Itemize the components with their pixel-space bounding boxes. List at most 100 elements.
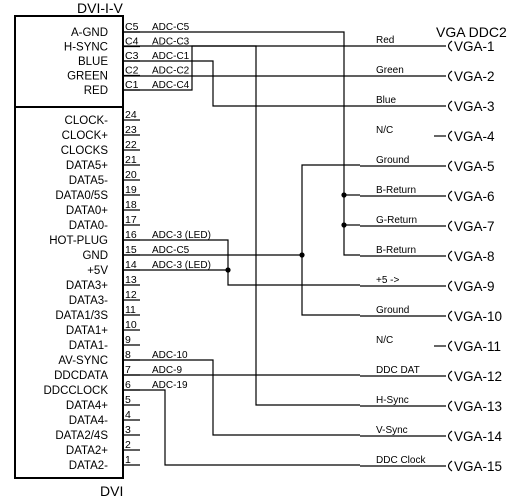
dvi-pin-name: BLUE bbox=[78, 56, 108, 68]
dvi-pin-number: C5 bbox=[125, 21, 139, 33]
vga-signal-label: DDC DAT bbox=[376, 365, 420, 376]
dvi-pin-row: DATA3-12 bbox=[69, 289, 140, 307]
adc-wire-label: ADC-C4 bbox=[152, 80, 190, 91]
dvi-pin-number: 7 bbox=[125, 364, 131, 376]
vga-pin-label: VGA-11 bbox=[454, 339, 501, 354]
junction-dot bbox=[225, 267, 231, 273]
vga-signal-label: B-Return bbox=[376, 245, 416, 256]
vga-pin-label: VGA-3 bbox=[454, 99, 495, 114]
wire-hotplug-link bbox=[123, 239, 229, 270]
dvi-pin-number: 19 bbox=[125, 184, 137, 196]
wire-analog-ground bbox=[123, 31, 360, 256]
wire-ground-bus bbox=[301, 164, 360, 316]
vga-socket-icon bbox=[447, 130, 453, 142]
adc-wire-label: ADC-9 bbox=[152, 365, 182, 376]
routing-wires bbox=[123, 31, 360, 466]
vga-socket-icon bbox=[447, 220, 453, 232]
dvi-pin-name: HOT-PLUG bbox=[49, 235, 108, 247]
vga-pin-label: VGA-9 bbox=[454, 279, 495, 294]
vga-pin-label: VGA-13 bbox=[454, 399, 502, 414]
adc-wire-label: ADC-19 bbox=[152, 380, 188, 391]
dvi-pin-number: 21 bbox=[125, 154, 137, 166]
vga-signal-label: B-Return bbox=[376, 185, 416, 196]
dvi-pin-row: DATA0- 17 bbox=[69, 214, 140, 232]
vga-signal-label: Blue bbox=[376, 95, 396, 106]
vga-pin-label: VGA-8 bbox=[454, 249, 495, 264]
vga-pin-row: DDC Clock VGA-15 bbox=[360, 455, 502, 474]
vga-socket-icon bbox=[447, 430, 453, 442]
dvi-pin-number: 24 bbox=[125, 109, 137, 121]
dvi-pin-name: DDCCLOCK bbox=[43, 385, 108, 397]
dvi-pin-name: DATA1/3S bbox=[55, 310, 108, 322]
dvi-pin-name: H-SYNC bbox=[64, 42, 108, 54]
wire-v-sync bbox=[123, 359, 360, 436]
vga-socket-icon bbox=[447, 400, 453, 412]
dvi-pin-number: 22 bbox=[125, 139, 137, 151]
dvi-pin-name: RED bbox=[84, 85, 108, 97]
vga-pin-label: VGA-10 bbox=[454, 309, 502, 324]
dvi-pin-number: 4 bbox=[125, 409, 131, 421]
vga-socket-icon bbox=[447, 40, 453, 52]
dvi-pin-name: DATA1- bbox=[69, 340, 108, 352]
dvi-pin-row: DATA1-9 bbox=[69, 334, 140, 352]
vga-signal-label: N/C bbox=[376, 125, 393, 136]
dvi-pin-number: 8 bbox=[125, 349, 131, 361]
dvi-pin-row: DATA5-20 bbox=[69, 169, 140, 187]
vga-signal-label: Ground bbox=[376, 155, 409, 166]
dvi-pin-number: 12 bbox=[125, 289, 137, 301]
vga-pin-label: VGA-15 bbox=[454, 459, 502, 474]
dvi-pin-row: DATA1/3S 11 bbox=[55, 304, 140, 322]
dvi-pin-number: 11 bbox=[125, 304, 136, 316]
dvi-pin-number: 15 bbox=[125, 244, 137, 256]
vga-socket-icon bbox=[447, 190, 453, 202]
junction-dot bbox=[341, 222, 347, 228]
vga-signal-label: +5 -> bbox=[376, 275, 400, 286]
dvi-pin-number: C2 bbox=[125, 65, 139, 77]
dvi-pin-number: 1 bbox=[125, 454, 131, 466]
dvi-pin-name: GND bbox=[82, 250, 108, 262]
wire-5v bbox=[123, 269, 360, 286]
adc-wire-label: ADC-C2 bbox=[152, 66, 190, 77]
wire-blue bbox=[123, 60, 360, 107]
vga-signal-label: N/C bbox=[376, 335, 393, 346]
vga-socket-icon bbox=[447, 70, 453, 82]
dvi-pin-row: CLOCK-24 bbox=[65, 109, 140, 127]
dvi-pin-row: DATA4-4 bbox=[69, 409, 140, 427]
dvi-pin-name: DATA0- bbox=[69, 220, 108, 232]
vga-pin-label: VGA-14 bbox=[454, 429, 503, 444]
vga-pin-row: Green VGA-2 bbox=[360, 65, 495, 84]
vga-signal-label: DDC Clock bbox=[376, 455, 426, 466]
wire-h-sync bbox=[123, 45, 360, 406]
dvi-pin-number: 17 bbox=[125, 214, 137, 226]
vga-socket-icon bbox=[447, 160, 453, 172]
vga-pin-label: VGA-7 bbox=[454, 219, 495, 234]
dvi-pin-row: DATA5+21 bbox=[66, 154, 140, 172]
dvi-connector-title: DVI-I-V bbox=[77, 0, 124, 16]
dvi-pin-number: 16 bbox=[125, 229, 137, 241]
dvi-pin-number: 23 bbox=[125, 124, 137, 136]
vga-pin-label: VGA-2 bbox=[454, 69, 495, 84]
dvi-pin-name: DATA0+ bbox=[66, 205, 108, 217]
dvi-pin-name: DATA4+ bbox=[66, 400, 108, 412]
vga-connector-title: VGA DDC2 bbox=[436, 24, 507, 40]
vga-signal-label: G-Return bbox=[376, 215, 417, 226]
vga-signal-label: Green bbox=[376, 65, 404, 76]
dvi-pin-number: 6 bbox=[125, 379, 131, 391]
dvi-pin-row: DATA0+18 bbox=[66, 199, 140, 217]
dvi-pin-number: 20 bbox=[125, 169, 137, 181]
junction-dot bbox=[341, 192, 347, 198]
dvi-pin-number: 5 bbox=[125, 394, 131, 406]
dvi-pin-name: +5V bbox=[87, 265, 108, 277]
vga-socket-icon bbox=[447, 280, 453, 292]
dvi-pin-number: 3 bbox=[125, 424, 131, 436]
dvi-pin-name: DATA1+ bbox=[66, 325, 108, 337]
dvi-pin-name: CLOCKS bbox=[61, 145, 109, 157]
